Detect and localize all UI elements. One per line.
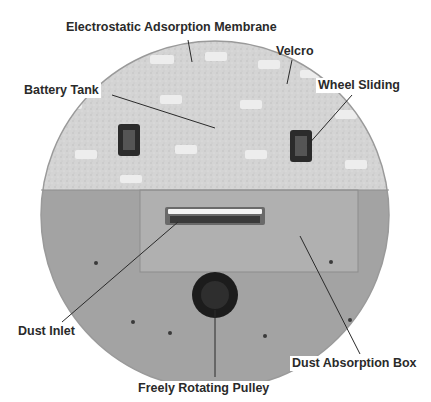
dust-inlet [165,207,265,225]
screws [94,260,352,338]
part-label: Electrostatic Adsorption Membrane [64,20,279,35]
part-label: Dust Absorption Box [290,356,419,371]
part-label: Velcro [274,44,316,59]
velcro-strips [60,52,367,183]
part-label: Battery Tank [22,83,101,98]
part-label: Freely Rotating Pulley [136,381,271,396]
part-label: Wheel Sliding [316,78,402,93]
dust-box [140,190,358,272]
wheels [118,124,312,162]
part-label: Dust Inlet [16,324,77,339]
